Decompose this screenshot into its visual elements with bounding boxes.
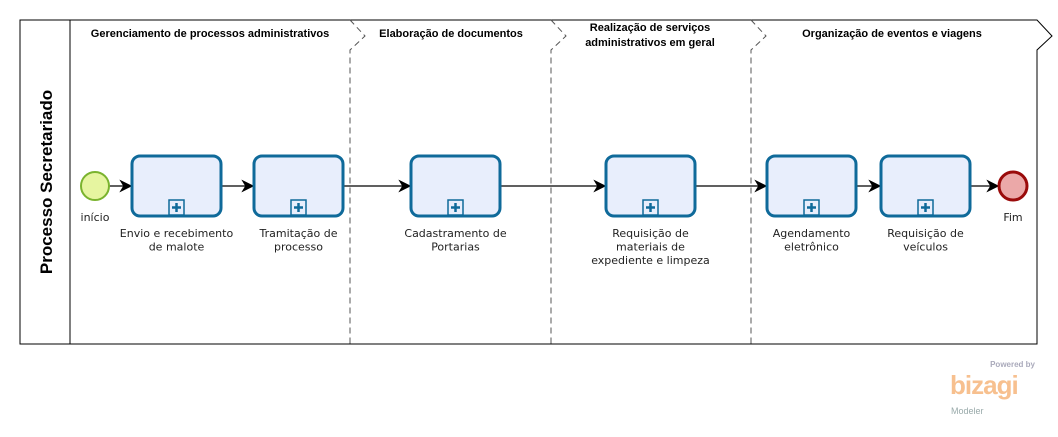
task-label: Portarias <box>431 241 480 254</box>
task-label: Envio e recebimento <box>120 227 234 240</box>
phase-title: Organização de eventos e viagens <box>802 28 982 40</box>
modeler-text: Modeler <box>951 406 984 416</box>
task-label: processo <box>274 241 323 254</box>
task-label: Tramitação de <box>259 227 338 240</box>
bizagi-watermark: Powered by bizagi Modeler <box>950 360 1036 416</box>
start-event-label: início <box>81 211 110 224</box>
subprocess-plus-icon[interactable] <box>168 199 185 216</box>
powered-by-text: Powered by <box>990 360 1035 369</box>
phase-title: Elaboração de documentos <box>379 28 523 40</box>
pool[interactable]: Processo Secretariado <box>19 19 1053 345</box>
task-label: eletrônico <box>784 241 839 254</box>
phase-title: Gerenciamento de processos administrativ… <box>91 28 329 40</box>
task-label: de malote <box>149 241 205 254</box>
task-label: Requisição de <box>612 227 689 240</box>
pool-title: Processo Secretariado <box>37 90 56 274</box>
bizagi-logo: bizagi <box>950 370 1018 400</box>
subprocess-plus-icon[interactable] <box>290 199 307 216</box>
subprocess-plus-icon[interactable] <box>917 199 934 216</box>
task-label: Agendamento <box>773 227 851 240</box>
subprocess-plus-icon[interactable] <box>642 199 659 216</box>
start-event[interactable]: início <box>80 171 110 224</box>
phase-separators <box>349 19 767 344</box>
end-event[interactable]: Fim <box>997 170 1029 224</box>
task-label: Cadastramento de <box>404 227 506 240</box>
end-event-label: Fim <box>1003 211 1022 224</box>
phase-title: Realização de serviços <box>590 22 710 34</box>
task-label: materiais de <box>616 241 685 254</box>
phase-title: administrativos em geral <box>585 37 715 49</box>
task-label: expediente e limpeza <box>591 254 710 267</box>
subprocess-plus-icon[interactable] <box>447 199 464 216</box>
task-label: veículos <box>903 241 948 254</box>
subprocess-plus-icon[interactable] <box>803 199 820 216</box>
task-label: Requisição de <box>887 227 964 240</box>
